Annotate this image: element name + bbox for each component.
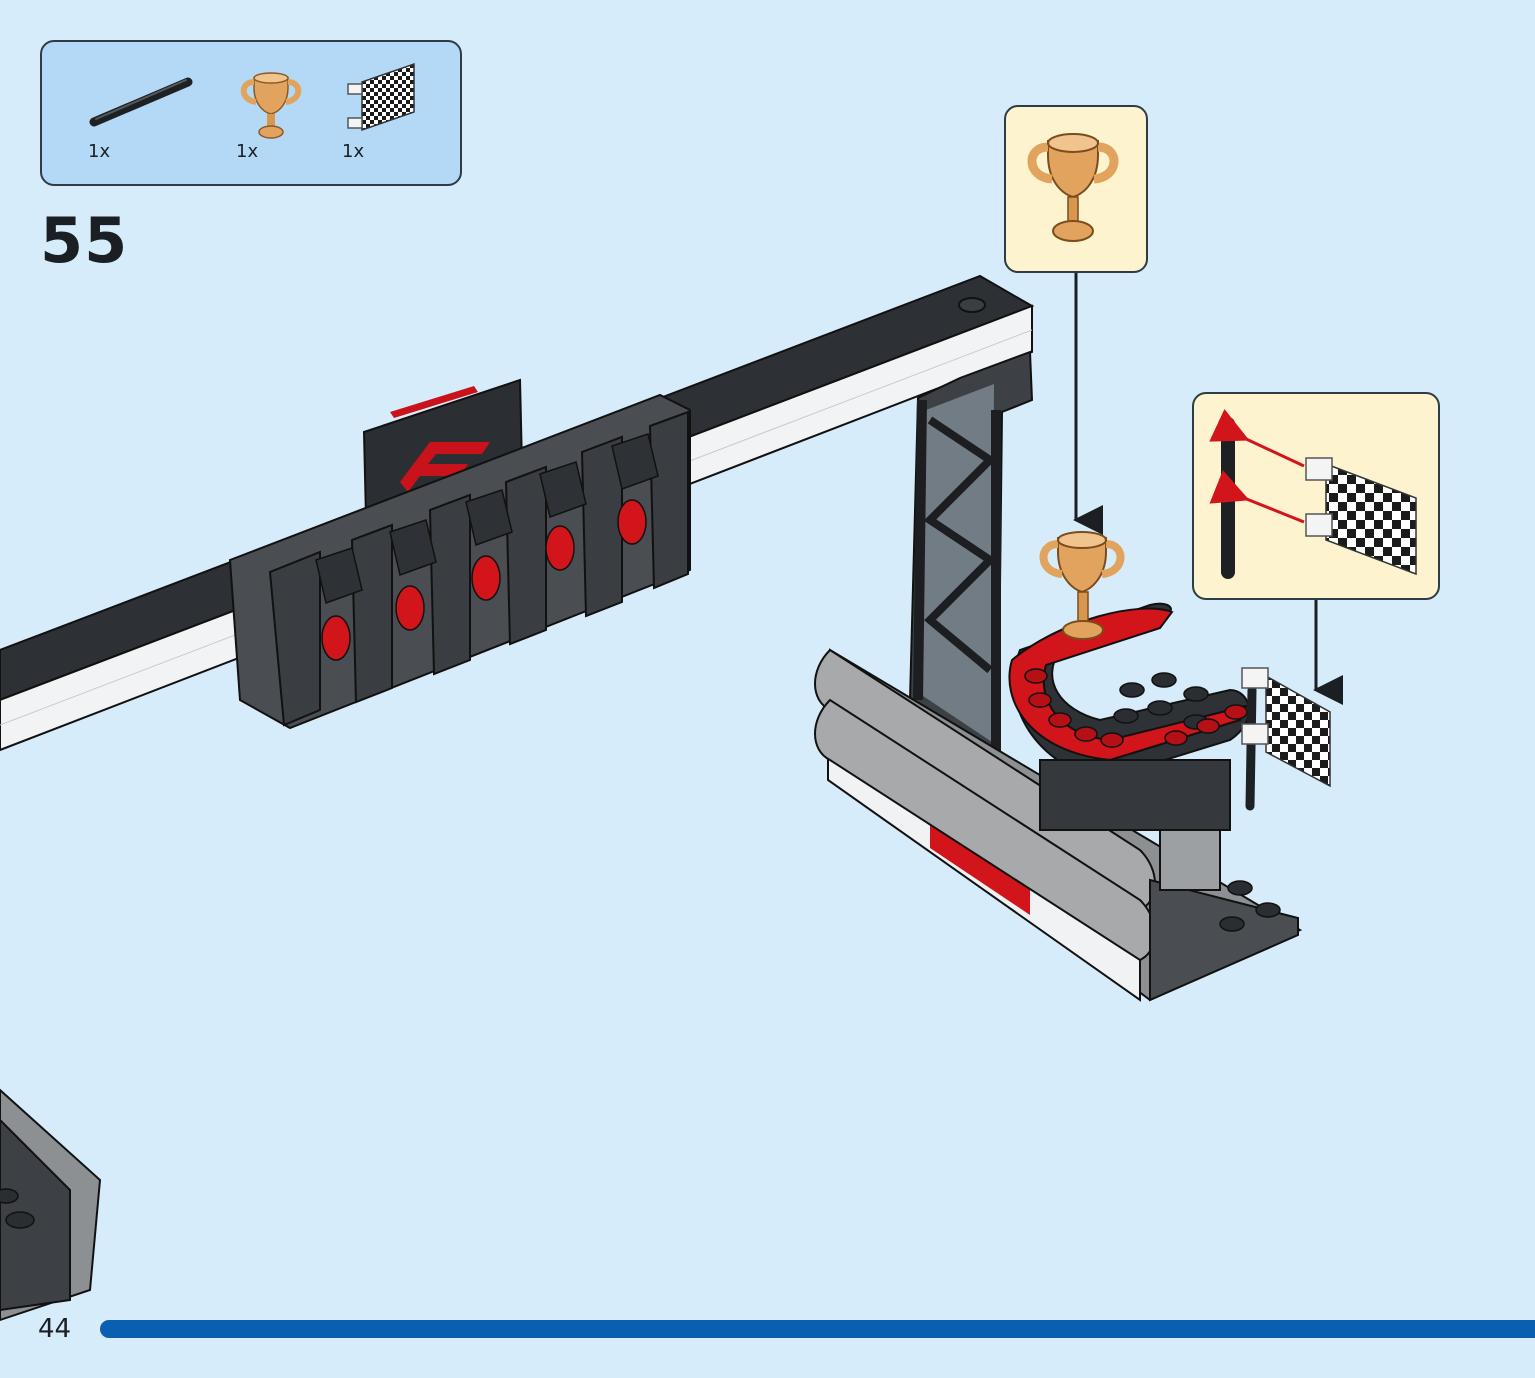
checkered-flag-icon xyxy=(347,62,415,132)
truss-tower xyxy=(908,350,1034,762)
page-number: 44 xyxy=(38,1314,72,1344)
checkered-flag-icon xyxy=(1325,462,1417,576)
placed-flag xyxy=(1241,667,1331,811)
adjacent-structure xyxy=(0,1088,102,1322)
starting-lights xyxy=(228,393,691,730)
parts-item-bar: 1x xyxy=(88,60,193,180)
podium-top xyxy=(1008,602,1250,831)
flag-callout xyxy=(1192,392,1440,600)
parts-qty-flag: 1x xyxy=(342,141,365,162)
trophy-icon xyxy=(1027,133,1119,242)
parts-qty-bar: 1x xyxy=(88,141,111,162)
parts-qty-trophy: 1x xyxy=(236,141,259,162)
progress-bar xyxy=(100,1320,1535,1338)
black-bar-icon xyxy=(89,77,193,127)
parts-item-flag: 1x xyxy=(342,60,442,180)
parts-item-trophy: 1x xyxy=(236,60,336,180)
trophy-callout xyxy=(1004,105,1148,273)
trophy-icon xyxy=(240,72,302,139)
parts-list-box: 1x 1x 1x xyxy=(40,40,462,186)
placed-trophy xyxy=(1039,531,1125,640)
flag-attach-diagram xyxy=(1209,409,1417,579)
step-number: 55 xyxy=(40,204,129,277)
